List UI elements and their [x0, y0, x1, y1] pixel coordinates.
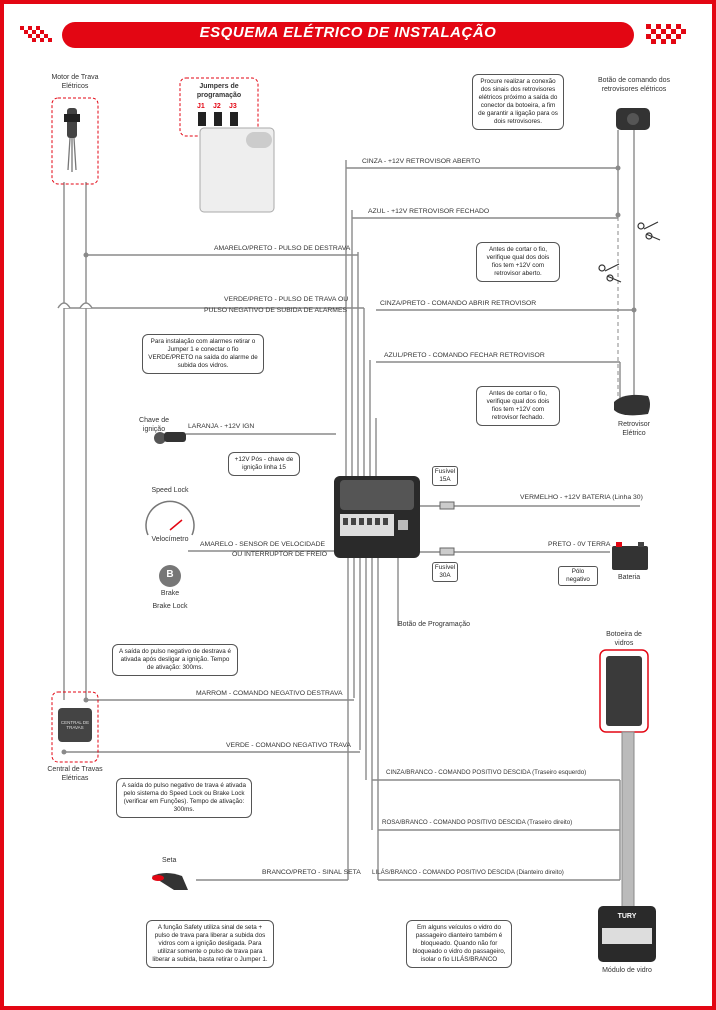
turn-signal-label: Seta [162, 857, 177, 864]
note-ign: +12V Pós - chave de ignição linha 15 [228, 452, 300, 476]
wire-verde-preto-2: PULSO NEGATIVO DE SUBIDA DE ALARMES [204, 307, 348, 314]
note-lock-pulse: A saída do pulso negativo de trava é ati… [116, 778, 252, 818]
note-mirror-connection: Procure realizar a conexão dos sinais do… [472, 74, 564, 130]
main-module [334, 476, 420, 558]
window-switch-label: Botoeira de vidros [606, 631, 642, 647]
wire-lilas-branco: LILÁS/BRANCO - COMANDO POSITIVO DESCIDA … [372, 869, 564, 876]
jumpers-title: Jumpers de programação [196, 83, 242, 99]
wire-amarelo-2: OU INTERRUPTOR DE FREIO [232, 551, 328, 558]
window-module-brand: TURY [617, 913, 637, 920]
note-safety: A função Safety utiliza sinal de seta + … [146, 920, 274, 968]
title-banner [62, 22, 634, 48]
battery-label: Bateria [618, 574, 641, 581]
central-device-label: CENTRAL DE TRAVAS [60, 720, 90, 730]
central-device [58, 708, 92, 742]
wire-verde-preto-1: VERDE/PRETO - PULSO DE TRAVA OU [224, 296, 349, 303]
jumper-1-label: J1 [197, 103, 205, 110]
brake-icon [159, 565, 181, 587]
turn-signal-icon [152, 873, 188, 890]
wire-azul: AZUL - +12V RETROVISOR FECHADO [368, 208, 490, 215]
mirror-icon [614, 394, 650, 416]
jumper-2-label: J2 [213, 103, 221, 110]
wire-cinza-branco: CINZA/BRANCO - COMANDO POSITIVO DESCIDA … [386, 769, 587, 776]
brake-letter: B [166, 569, 174, 580]
fuse-30a-label: Fusível 30A [432, 562, 458, 582]
prog-button-label: Botão de Programação [398, 621, 470, 628]
motor-box [51, 97, 99, 185]
wire-preto: PRETO - 0V TERRA [548, 541, 611, 548]
speedometer-icon [145, 500, 195, 536]
note-cut-open: Antes de cortar o fio, verifique qual do… [476, 242, 560, 282]
wire-amarelo-preto: AMARELO/PRETO - PULSO DE DESTRAVA [214, 245, 351, 252]
mirror-button-label: Botão de comando dos retrovisores elétri… [598, 77, 670, 93]
wire-vermelho: VERMELHO - +12V BATERIA (Linha 30) [520, 494, 643, 501]
checkered-flag-right [646, 24, 686, 44]
scissors-icon [637, 221, 661, 241]
wire-azul-preto: AZUL/PRETO - COMANDO FECHAR RETROVISOR [384, 352, 545, 359]
jumper-3-label: J3 [229, 103, 237, 110]
central-box [51, 691, 99, 763]
mirror-button-device [616, 108, 650, 130]
mirror-label: Retrovisor Elétrico [618, 421, 650, 437]
brake-lock-label: Brake Lock [152, 603, 188, 610]
module-board [199, 127, 275, 213]
wire-cinza: CINZA - +12V RETROVISOR ABERTO [362, 158, 481, 165]
page-title: ESQUEMA ELÉTRICO DE INSTALAÇÃO [199, 24, 497, 41]
motor-label: Motor de Trava Elétricos [51, 74, 99, 90]
key-icon [154, 432, 186, 444]
note-unlock-pulse: A saída do pulso negativo de destrava é … [112, 644, 238, 676]
wire-verde: VERDE - COMANDO NEGATIVO TRAVA [226, 742, 351, 749]
speedometer-label: Velocímetro [151, 536, 189, 543]
battery-icon [612, 542, 648, 570]
scissors-icon-2 [598, 263, 622, 283]
note-alarm: Para instalação com alarmes retirar o Ju… [142, 334, 264, 374]
ignition-label: Chave de ignição [139, 417, 169, 433]
checkered-flag-left [20, 26, 52, 42]
window-module-label: Módulo de vidro [602, 967, 652, 974]
lock-motor-icon [64, 108, 80, 172]
note-cut-closed: Antes de cortar o fio, verifique qual do… [476, 386, 560, 426]
central-label: Central de Travas Elétricas [47, 766, 103, 782]
wire-amarelo-1: AMARELO - SENSOR DE VELOCIDADE [200, 541, 326, 548]
window-module-device [598, 906, 656, 962]
fuse-15a [439, 501, 455, 510]
wire-marrom: MARROM - COMANDO NEGATIVO DESTRAVA [196, 690, 343, 697]
wire-laranja: LARANJA - +12V IGN [188, 423, 255, 430]
wire-rosa-branco: ROSA/BRANCO - COMANDO POSITIVO DESCIDA (… [382, 819, 573, 826]
brake-label: Brake [160, 590, 180, 597]
wire-cinza-preto: CINZA/PRETO - COMANDO ABRIR RETROVISOR [380, 300, 537, 307]
negative-pole-label: Pólo negativo [558, 566, 598, 586]
fuse-15a-label: Fusível 15A [432, 466, 458, 486]
wire-branco-preto: BRANCO/PRETO - SINAL SETA [262, 869, 361, 876]
window-cable [621, 731, 635, 909]
fuse-30a [439, 547, 455, 556]
window-switch-device [606, 656, 642, 726]
note-lilas: Em alguns veículos o vidro do passageiro… [406, 920, 512, 968]
speed-lock-label: Speed Lock [151, 487, 189, 494]
